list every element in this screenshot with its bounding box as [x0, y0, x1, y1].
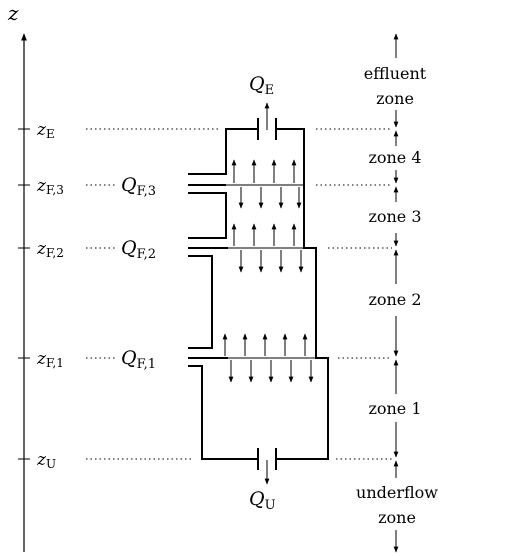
zone-label-underflow-line1: underflow: [356, 483, 438, 502]
flow-labels: QE QF,3 QF,2 QF,1 QU: [121, 73, 276, 513]
flow-arrows: [222, 102, 314, 485]
flow-label-underflow: QU: [249, 488, 276, 513]
feed3-inlet-lower: [188, 192, 227, 239]
flow-label-effluent: QE: [249, 73, 274, 98]
zone-label-underflow-line2: zone: [378, 508, 416, 527]
level-labels: zE zF,3 zF,2 zF,1 zU: [36, 120, 64, 471]
level-label-feed2: zF,2: [36, 239, 64, 260]
feed2-inlet-lower: [188, 255, 213, 349]
tank-right-wall: [276, 128, 329, 460]
flow-label-feed1: QF,1: [121, 347, 156, 372]
zone-label-zone3: zone 3: [368, 207, 421, 226]
z-axis-label: z: [7, 1, 19, 25]
z-axis: z: [7, 1, 30, 552]
zone-label-effluent-line1: effluent: [364, 64, 427, 83]
level-label-feed3: zF,3: [36, 176, 64, 197]
zone-labels: effluent zone zone 4 zone 3 zone 2 zone …: [356, 64, 438, 527]
zone-label-zone2: zone 2: [368, 290, 421, 309]
zone-label-zone4: zone 4: [368, 148, 421, 167]
tank-outline: [188, 118, 329, 470]
feed-distributors: [218, 184, 328, 359]
zone-label-zone1: zone 1: [368, 399, 421, 418]
level-label-underflow: zU: [36, 450, 56, 471]
flow-label-feed3: QF,3: [121, 174, 156, 199]
tank-left-wall-bottom: [188, 365, 258, 460]
flow-label-feed2: QF,2: [121, 237, 156, 262]
tank-left-wall-top: [188, 128, 258, 175]
level-label-effluent: zE: [36, 120, 55, 141]
zone-label-effluent-line2: zone: [376, 89, 414, 108]
dotted-level-lines: [86, 128, 392, 460]
level-label-feed1: zF,1: [36, 349, 64, 370]
